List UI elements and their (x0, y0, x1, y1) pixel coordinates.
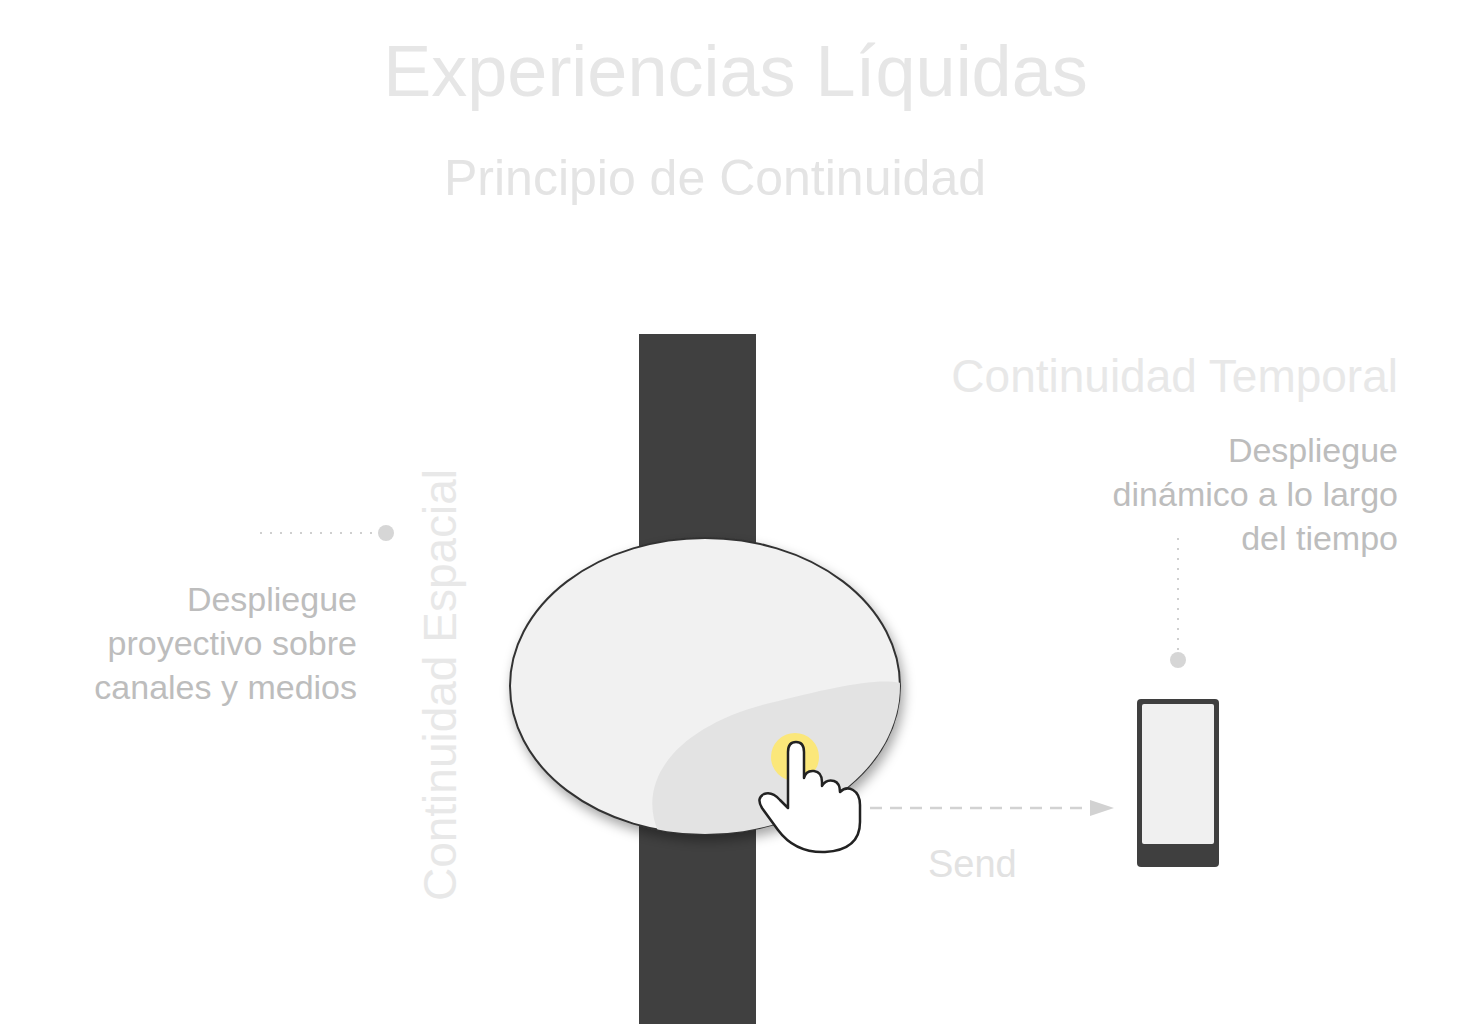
leader-line (260, 525, 394, 541)
section-heading: Continuidad Temporal (951, 350, 1398, 403)
description: Despliegue dinámico a lo largo del tiemp… (1098, 428, 1398, 560)
description: Despliegue proyectivo sobre canales y me… (57, 577, 357, 709)
phone (1137, 699, 1219, 867)
title: Experiencias Líquidas (0, 30, 1471, 113)
send-arrow (870, 800, 1114, 816)
arrow-label: Send (928, 843, 1017, 887)
leader-line (1170, 538, 1186, 668)
subtitle: Principio de Continuidad (0, 150, 1430, 208)
section-heading: Continuidad Espacial (414, 469, 467, 901)
hand-cursor (759, 742, 860, 852)
